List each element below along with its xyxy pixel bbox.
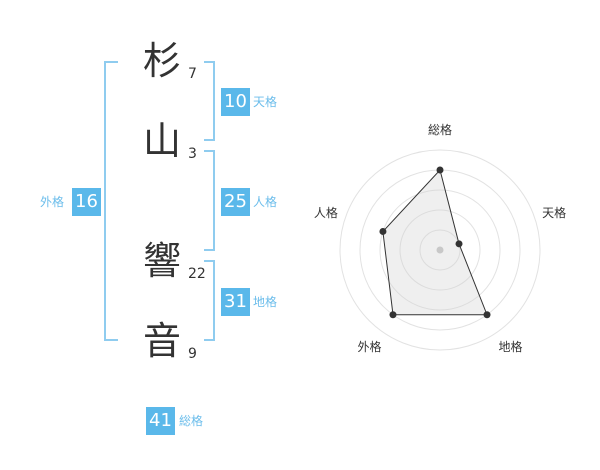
chikaku-value-badge: 31 bbox=[221, 288, 250, 316]
radar-point-2 bbox=[455, 240, 463, 248]
stroke-count-4: 9 bbox=[188, 346, 197, 362]
jinkaku-value-badge: 25 bbox=[221, 188, 250, 216]
radar-axis-label-1: 総格 bbox=[428, 122, 452, 137]
soukaku-label: 総格 bbox=[179, 414, 204, 428]
tenkaku-label: 天格 bbox=[253, 95, 278, 109]
radar-point-5 bbox=[379, 227, 387, 235]
name-char-1: 杉 bbox=[142, 39, 181, 83]
radar-point-4 bbox=[389, 311, 397, 319]
tenkaku-bracket bbox=[204, 61, 215, 141]
gaikaku-bracket bbox=[104, 61, 118, 341]
jinkaku-label: 人格 bbox=[253, 195, 278, 209]
radar-ring bbox=[379, 189, 501, 311]
gaikaku-value-badge: 16 bbox=[72, 188, 101, 216]
radar-point-3 bbox=[483, 311, 491, 319]
radar-center-dot bbox=[436, 246, 444, 254]
radar-ring bbox=[399, 209, 481, 291]
name-char-2: 山 bbox=[142, 119, 181, 163]
tenkaku-value-badge: 10 bbox=[221, 88, 250, 116]
radar-ring bbox=[419, 229, 461, 271]
jinkaku-bracket bbox=[204, 150, 215, 251]
chikaku-label: 地格 bbox=[253, 295, 278, 309]
radar-point-1 bbox=[436, 166, 444, 174]
radar-axis-label-3: 地格 bbox=[498, 339, 522, 354]
name-char-4: 音 bbox=[142, 319, 181, 363]
radar-axis-label-2: 天格 bbox=[542, 205, 566, 220]
radar-data-points bbox=[379, 166, 491, 319]
gaikaku-label: 外格 bbox=[40, 195, 65, 209]
radar-axis-label-5: 人格 bbox=[314, 205, 338, 220]
stroke-count-3: 22 bbox=[188, 266, 206, 282]
stroke-count-1: 7 bbox=[188, 66, 197, 82]
stroke-count-2: 3 bbox=[188, 146, 197, 162]
radar-axis-label-4: 外格 bbox=[357, 339, 381, 354]
chikaku-bracket bbox=[204, 260, 215, 341]
name-char-3: 響 bbox=[142, 239, 181, 283]
soukaku-value-badge: 41 bbox=[146, 407, 175, 435]
radar-data-area bbox=[382, 168, 488, 316]
